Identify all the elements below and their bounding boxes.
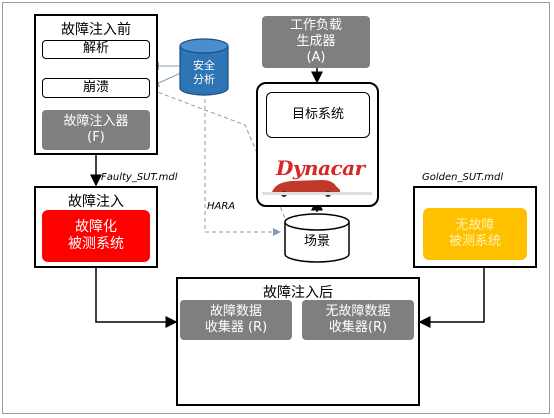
data-analyzer: 数据分析器 (M) [263, 361, 329, 393]
parse-step: 解析 [42, 40, 150, 59]
line-hara [204, 92, 281, 236]
line-crash-to-scene [151, 89, 286, 219]
arrow-golden-to-post [418, 268, 485, 328]
safety-database-cylinder [179, 38, 229, 96]
faulty-sut-system: 故障化 被测系统 [42, 210, 150, 262]
post-injection-title: 故障注入后 [263, 285, 333, 301]
faulty-data-collector: 故障数据 收集器 (R) [180, 300, 292, 340]
golden-data-collector: 无故障数据 收集器(R) [302, 300, 414, 340]
target-system: 目标系统 [266, 92, 370, 138]
safety-analysis-label: 安全 分析 [193, 59, 215, 86]
dynacar-text: Dynacar [276, 156, 365, 180]
dynacar-logo: Dynacar [262, 154, 372, 198]
dynacar-car-icon [262, 154, 372, 198]
golden-sut-label: Golden_SUT.mdl [422, 172, 504, 183]
post-injection-box: 故障注入后 [176, 277, 420, 406]
scene-label: 场景 [303, 233, 330, 249]
pre-injection-title: 故障注入前 [61, 22, 131, 38]
fault-injector: 故障注入器 (F) [42, 110, 150, 150]
scene-database-cylinder [284, 213, 350, 263]
fault-injection-title: 故障注入 [68, 194, 124, 210]
hara-label: HARA [207, 201, 236, 212]
crash-step: 崩溃 [42, 78, 150, 98]
faulty-sut-label: Faulty_SUT.mdl [101, 172, 178, 183]
workload-generator: 工作负载 生成器 (A) [262, 16, 370, 68]
arrow-injection-to-post [95, 268, 178, 328]
golden-sut-system: 无故障 被测系统 [423, 208, 527, 260]
diagram-frame [2, 2, 550, 414]
